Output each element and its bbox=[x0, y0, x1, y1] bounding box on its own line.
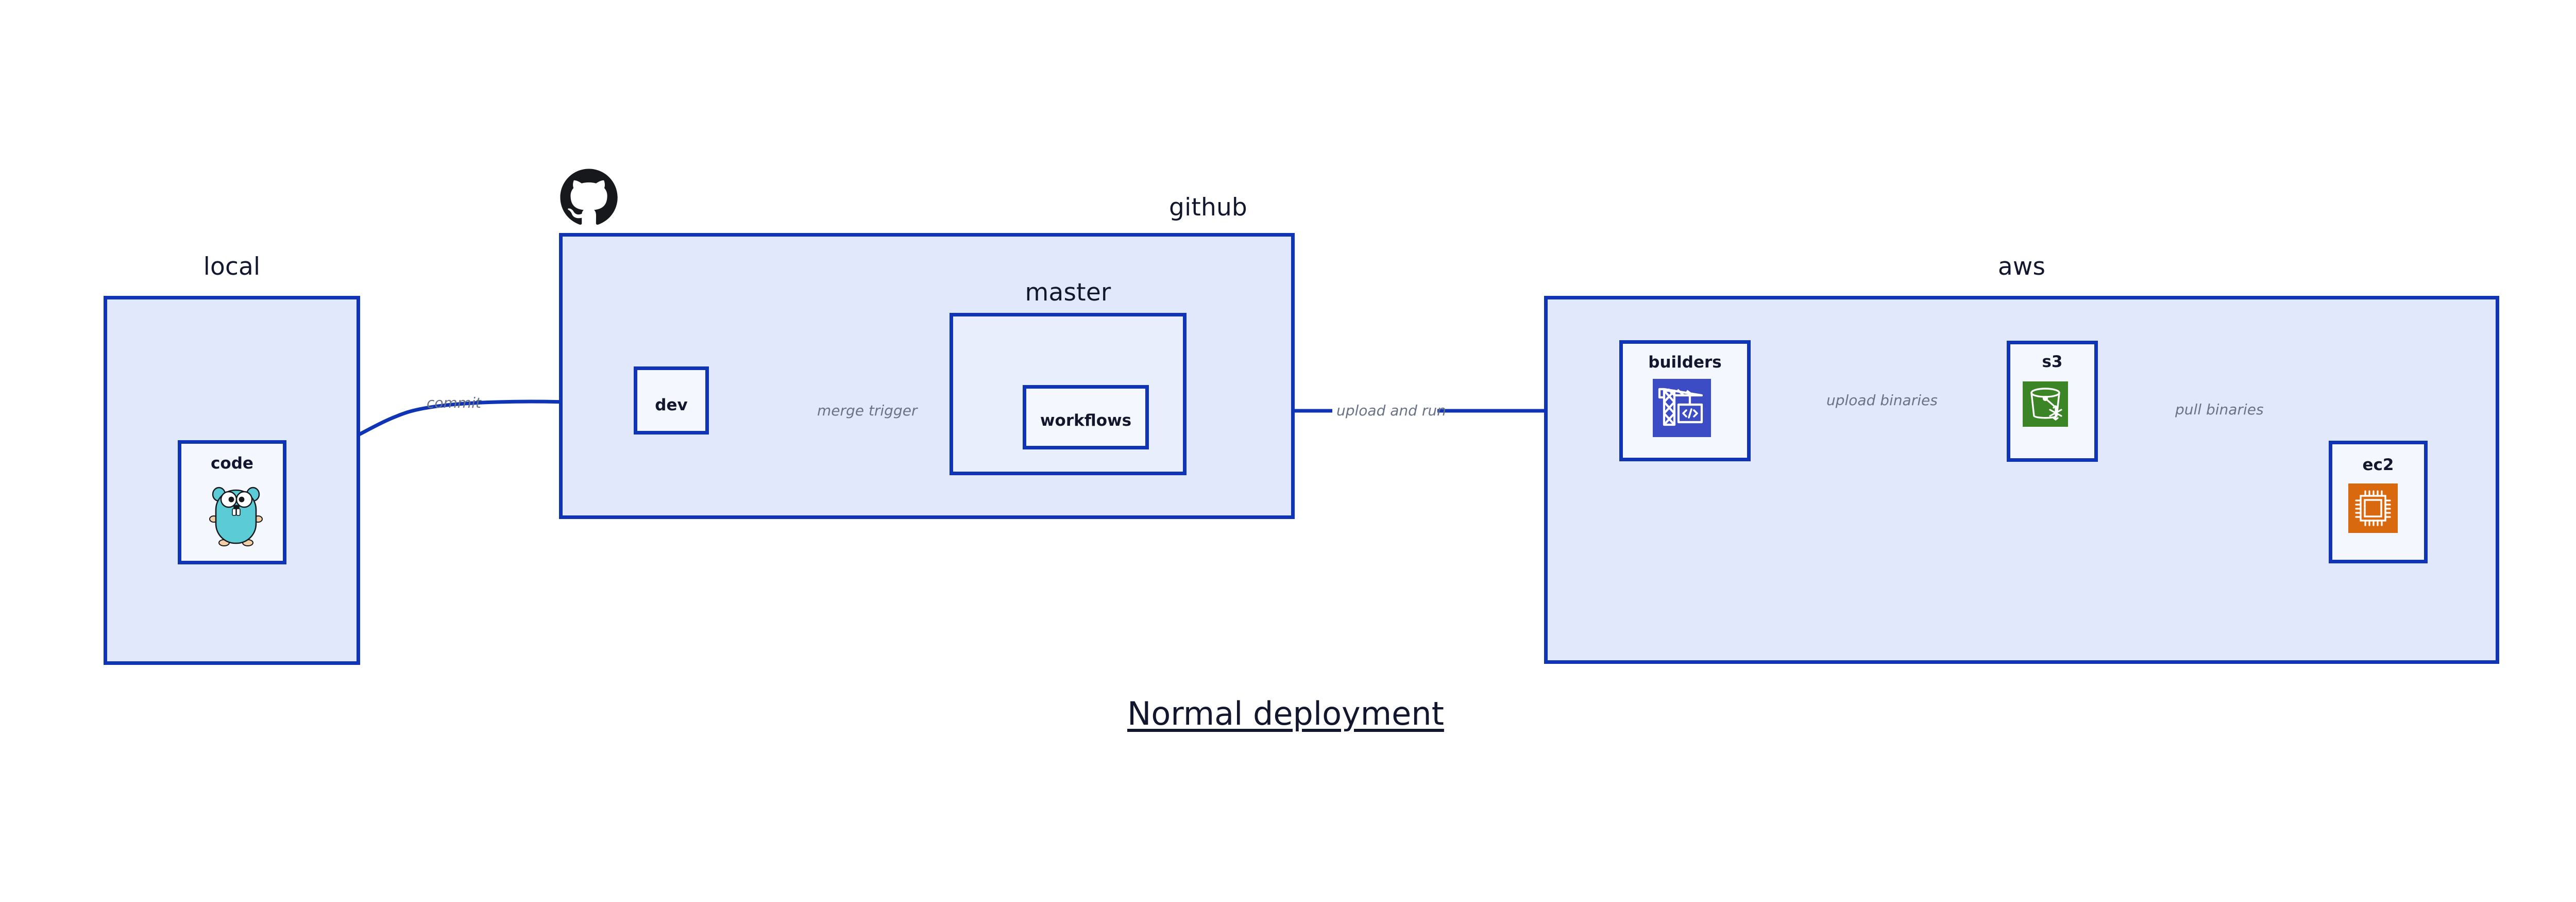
node-code[interactable]: code bbox=[178, 440, 286, 564]
node-label-dev: dev bbox=[655, 396, 688, 414]
node-label-ec2: ec2 bbox=[2362, 456, 2394, 474]
node-workflows[interactable]: workflows bbox=[1023, 385, 1149, 449]
aws-s3-glacier-icon bbox=[2023, 381, 2068, 427]
node-label-workflows: workflows bbox=[1040, 411, 1132, 430]
group-label-github: github bbox=[1169, 193, 1247, 222]
group-local bbox=[104, 296, 360, 665]
node-s3[interactable]: s3 bbox=[2007, 341, 2098, 462]
github-mark-icon bbox=[558, 168, 620, 229]
node-label-builders: builders bbox=[1648, 353, 1722, 372]
aws-codebuild-icon bbox=[1653, 379, 1711, 437]
group-label-aws: aws bbox=[1997, 253, 2046, 281]
node-ec2[interactable]: ec2 bbox=[2329, 441, 2428, 563]
node-label-s3: s3 bbox=[2042, 353, 2063, 371]
aws-ec2-icon bbox=[2348, 483, 2398, 533]
edge-label-upload-and-run: upload and run bbox=[1336, 402, 1446, 419]
diagram-title: Normal deployment bbox=[1127, 695, 1444, 732]
node-builders[interactable]: builders bbox=[1619, 340, 1751, 461]
group-label-master: master bbox=[1025, 278, 1111, 307]
group-label-local: local bbox=[203, 253, 261, 281]
edge-label-merge-trigger: merge trigger bbox=[817, 402, 918, 419]
node-dev[interactable]: dev bbox=[634, 366, 709, 435]
node-label-code: code bbox=[211, 454, 253, 473]
go-gopher-icon bbox=[207, 481, 265, 548]
edge-label-commit: commit bbox=[427, 394, 481, 411]
edge-label-upload-binaries: upload binaries bbox=[1826, 392, 1938, 409]
edge-label-pull-binaries: pull binaries bbox=[2175, 401, 2264, 418]
